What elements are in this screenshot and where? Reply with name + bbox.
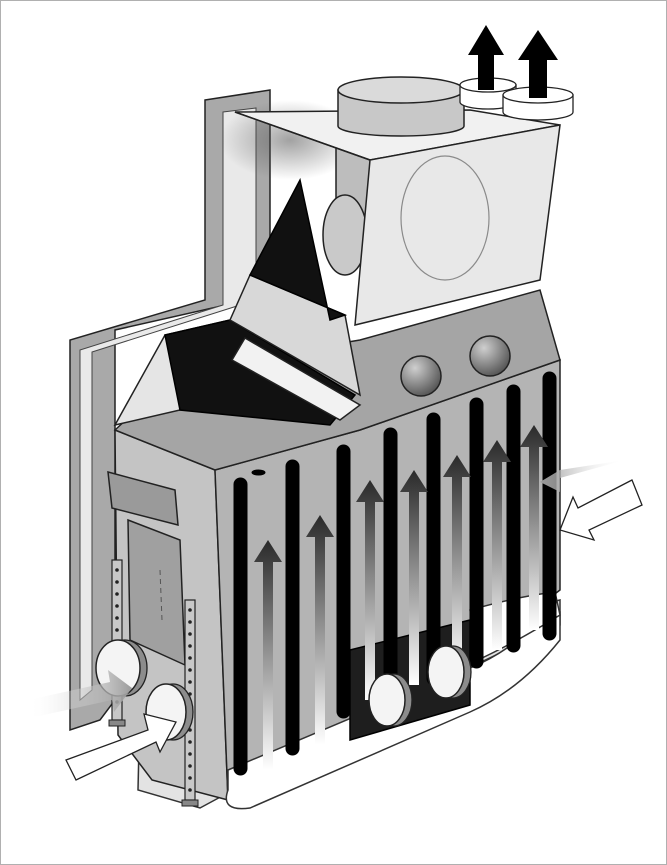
flue-collar	[338, 77, 464, 136]
leg-hole	[188, 752, 192, 756]
leg-hole	[188, 776, 192, 780]
leg-hole	[188, 632, 192, 636]
leg-hole	[188, 644, 192, 648]
fin-slot	[286, 460, 299, 755]
spigot-face	[428, 646, 464, 698]
foot-pad	[109, 720, 125, 726]
leg-hole	[115, 616, 119, 620]
fin-slot	[337, 445, 350, 718]
leg-hole	[188, 668, 192, 672]
fin-slot	[252, 470, 265, 475]
leg-hole	[188, 740, 192, 744]
spigot-face	[369, 674, 405, 726]
leg-hole	[115, 628, 119, 632]
knob-right-icon	[470, 336, 510, 376]
leg-hole	[188, 608, 192, 612]
leg-hole	[115, 568, 119, 572]
fin-slot	[507, 385, 520, 652]
leg-hole	[188, 764, 192, 768]
fin-slot	[543, 372, 556, 640]
fin-slot	[427, 413, 440, 685]
leg-hole	[188, 656, 192, 660]
leg-hole	[115, 580, 119, 584]
foot-pad	[182, 800, 198, 806]
leg-hole	[115, 604, 119, 608]
knob-left-icon	[401, 356, 441, 396]
fin-slot	[470, 398, 483, 668]
fin-slot	[234, 478, 247, 775]
leg-hole	[188, 788, 192, 792]
leg-hole	[188, 680, 192, 684]
fin-slot	[384, 428, 397, 700]
leg-hole	[115, 592, 119, 596]
leg-hole	[188, 620, 192, 624]
